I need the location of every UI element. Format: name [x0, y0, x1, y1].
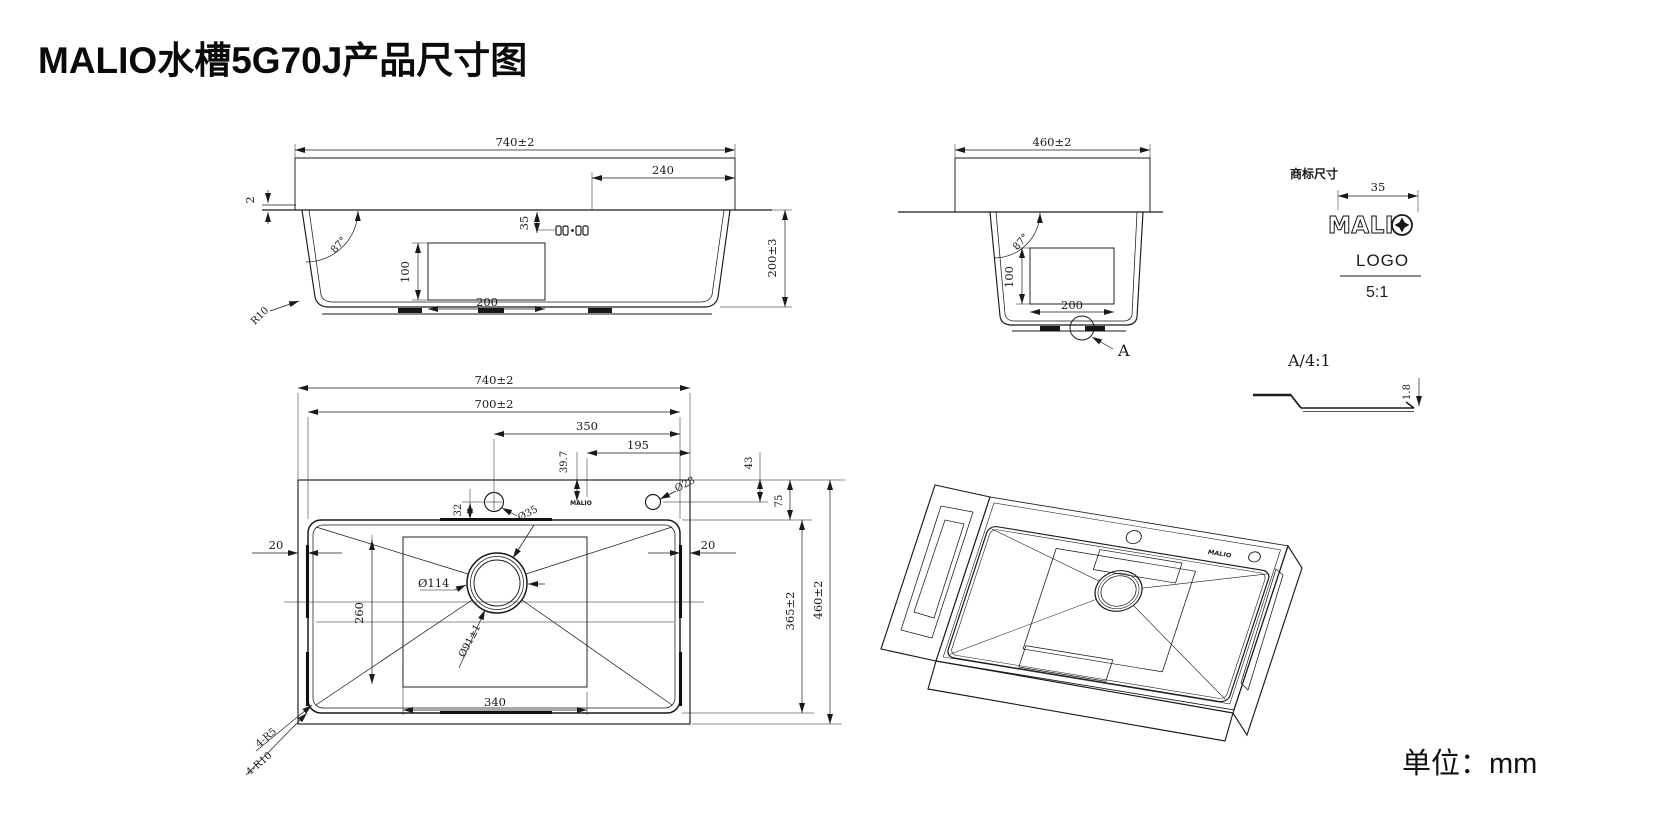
dim-front-corner-radius: R10: [249, 305, 271, 327]
logo-emboss-mark-iso: MALIO: [1207, 549, 1233, 559]
iso-left-wall: [880, 484, 991, 662]
dim-top-drain-inner: Ø91±1: [457, 623, 483, 660]
logo-detail: 商标尺寸 35 MALI LOGO 5:1: [1290, 166, 1421, 301]
top-view: MALIO 740±2 700±2 350 195 39.7: [244, 373, 845, 778]
dim-top-basin-depth: 365±2: [783, 592, 797, 631]
soap-dispenser-hole: [644, 493, 662, 511]
dim-top-overall-width: 740±2: [475, 373, 514, 387]
side-view-outline: [898, 157, 1163, 332]
dim-top-margin-right: 20: [701, 538, 716, 552]
dim-top-margin-left: 20: [269, 538, 284, 552]
dim-front-recess-height: 100: [398, 261, 412, 283]
base-pad: [1040, 326, 1060, 331]
iso-right-wall: [1232, 544, 1303, 737]
logo-emboss-mark-top: MALIO: [570, 500, 592, 507]
unit-note: 单位：mm: [1402, 748, 1538, 780]
detail-a-callout: A: [1069, 315, 1130, 360]
base-pad: [1085, 326, 1105, 331]
dim-top-outer-corner: 4-R10: [244, 750, 274, 778]
logo-emboss-mark-front: [555, 225, 589, 236]
front-view-outline: [262, 157, 772, 315]
brand-logo-text: MALI: [1328, 213, 1394, 239]
detail-a-marker: A: [1117, 341, 1130, 360]
faucet-hole: [483, 491, 505, 513]
base-pad: [398, 308, 422, 313]
side-view: 460±2 87° 100 200 A: [898, 135, 1163, 360]
brand-logo-o-icon: [1391, 214, 1413, 236]
dim-top-drain-outer: Ø114: [418, 576, 449, 590]
basin-diagonals: [315, 526, 673, 706]
dim-top-deck-front: 75: [774, 495, 785, 508]
logo-scale: 5:1: [1366, 284, 1388, 301]
detail-a-view: A/4:1 1.8: [1253, 351, 1422, 412]
iso-view: MALIO: [880, 484, 1303, 742]
detail-a-profile: [1253, 393, 1415, 412]
dim-logo-width: 35: [1371, 180, 1386, 194]
top-view-dimensions: 740±2 700±2 350 195 39.7 43: [244, 373, 845, 778]
page-title: MALIO水槽5G70J产品尺寸图: [38, 40, 528, 81]
iso-faucet-hole: [1125, 530, 1142, 545]
dim-top-faucet-from-right: 350: [576, 419, 598, 433]
logo-label: LOGO: [1356, 251, 1409, 270]
dim-side-recess-height: 100: [1002, 266, 1016, 288]
dim-top-recess-depth: 260: [352, 602, 366, 624]
front-view: 740±2 240 2 87° 35 100 200: [243, 135, 792, 327]
iso-side-walls: [880, 484, 1303, 742]
dim-top-hole2-from-front: 43: [744, 457, 755, 470]
basin-recess-box: [402, 536, 588, 688]
iso-back-emboss: [1092, 549, 1183, 584]
dim-side-wall-angle: 87°: [1011, 232, 1031, 253]
dim-front-overall-width: 740±2: [496, 135, 535, 149]
dim-front-logo-offset: 35: [517, 216, 531, 231]
dim-front-bowl-depth: 200±3: [765, 239, 779, 278]
top-view-outline: MALIO: [284, 479, 704, 725]
iso-top-surface: MALIO: [935, 496, 1289, 711]
side-recess-box: [1029, 247, 1115, 305]
iso-front-wall: [927, 660, 1234, 742]
side-view-dimensions: 460±2 87° 100 200: [954, 135, 1151, 315]
dim-top-inner-width: 700±2: [475, 397, 514, 411]
dim-top-overall-depth: 460±2: [811, 581, 825, 620]
dim-side-overall-depth: 460±2: [1033, 135, 1072, 149]
dim-top-faucet-from-rim: 32: [453, 504, 464, 517]
front-recess-box: [427, 242, 546, 301]
dim-side-recess-width: 200: [1061, 298, 1083, 312]
dim-top-inner-corner: 4-R5: [254, 726, 279, 750]
drain-circles: [466, 552, 528, 614]
detail-a-label: A/4:1: [1287, 351, 1331, 370]
dim-front-wall-angle: 87°: [329, 235, 349, 256]
dim-top-soap-hole: Ø28: [673, 475, 697, 495]
dim-detail-a-edge: 1.8: [1402, 384, 1413, 400]
iso-soap-hole: [1248, 551, 1261, 563]
dim-front-rim-height: 2: [243, 196, 257, 203]
logo-detail-caption: 商标尺寸: [1290, 166, 1338, 181]
dim-top-logo-from-right: 195: [627, 438, 649, 452]
dim-front-recess-width: 200: [476, 295, 498, 309]
dim-top-recess-width: 340: [484, 695, 506, 709]
dim-front-hole-offset: 240: [652, 163, 674, 177]
base-pad: [588, 308, 612, 313]
dim-top-logo-from-front: 39.7: [559, 451, 570, 473]
iso-front-emboss: [1018, 645, 1114, 682]
